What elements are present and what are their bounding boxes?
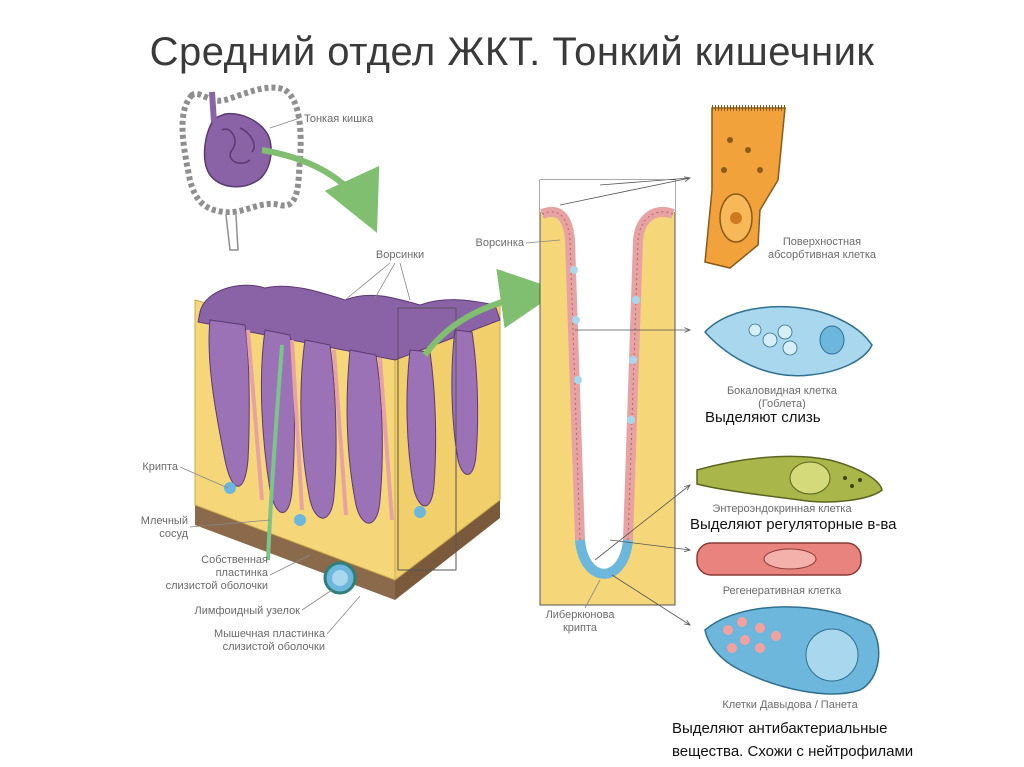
note-paneth-2: вещества. Схожи с нейтрофилами <box>672 743 914 760</box>
slide-title: Средний отдел ЖКТ. Тонкий кишечник <box>149 30 875 74</box>
label-muscularis-1: Мышечная пластинка <box>214 628 326 640</box>
small-intestine-overview <box>179 84 304 251</box>
label-villus: Ворсинка <box>476 237 525 249</box>
label-lamina-propria-3: слизистой оболочки <box>166 580 268 592</box>
note-goblet: Выделяют слизь <box>705 409 821 426</box>
label-small-intestine: Тонкая кишка <box>304 113 374 125</box>
label-cell-enteroendocrine: Энтероэндокринная клетка <box>712 503 852 515</box>
label-cell-paneth: Клетки Давыдова / Панета <box>722 699 858 711</box>
label-cell-regenerative: Регенеративная клетка <box>723 585 842 597</box>
note-enteroendocrine: Выделяют регуляторные в-ва <box>690 516 897 533</box>
label-lieberkuhn-1: Либеркюнова <box>546 609 616 621</box>
cell-regenerative <box>696 542 862 576</box>
label-lymphoid-nodule: Лимфоидный узелок <box>195 605 301 617</box>
label-villi: Ворсинки <box>376 249 424 261</box>
cell-paneth <box>704 606 880 695</box>
label-lieberkuhn-2: крипта <box>563 622 598 634</box>
label-lamina-propria-1: Собственная <box>201 554 268 566</box>
label-cell-goblet-2: (Гоблета) <box>758 398 806 410</box>
label-muscularis-2: слизистой оболочки <box>223 641 325 653</box>
note-paneth-1: Выделяют антибактериальные <box>672 720 888 737</box>
label-lamina-propria-2: пластинка <box>216 567 269 579</box>
zoom-arrow-1 <box>261 147 380 233</box>
zoom-arrow-2 <box>422 268 560 357</box>
villus-detail <box>539 179 676 606</box>
tissue-block <box>194 284 501 600</box>
cell-enteroendocrine <box>696 455 883 503</box>
label-cell-goblet-1: Бокаловидная клетка <box>727 385 838 397</box>
label-crypt: Крипта <box>142 461 179 473</box>
label-lacteal-2: сосуд <box>159 528 188 540</box>
label-cell-absorptive-2: абсорбтивная клетка <box>768 249 877 261</box>
label-lacteal-1: Млечный <box>141 515 188 527</box>
cell-goblet <box>703 305 873 377</box>
label-cell-absorptive-1: Поверхностная <box>783 236 861 248</box>
cell-absorptive <box>704 105 786 269</box>
